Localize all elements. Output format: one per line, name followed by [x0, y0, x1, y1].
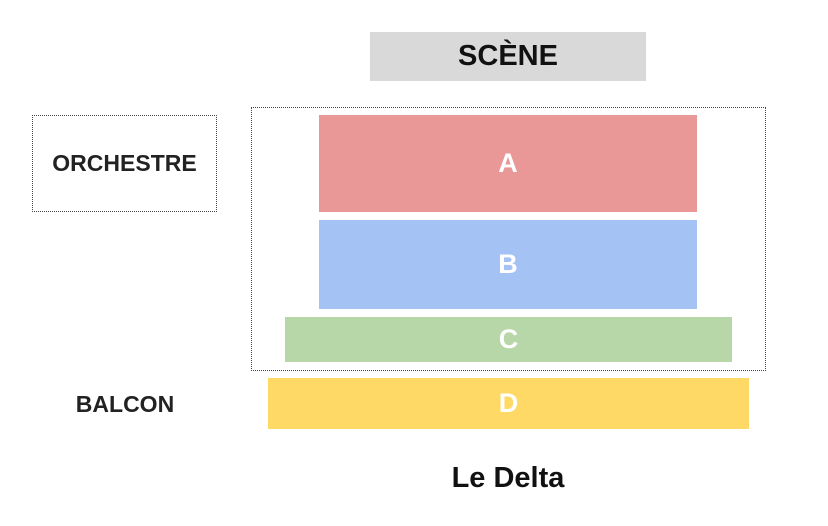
section-b-label: B [498, 249, 518, 279]
orchestre-label: ORCHESTRE [52, 150, 197, 176]
section-b[interactable]: B [319, 220, 697, 309]
orchestre-zone-outline [251, 107, 766, 371]
balcon-label: BALCON [75, 390, 175, 417]
section-d[interactable]: D [268, 378, 749, 429]
stage-label: SCÈNE [458, 40, 558, 72]
section-a[interactable]: A [319, 115, 697, 212]
stage: SCÈNE [370, 32, 646, 81]
section-a-label: A [498, 148, 518, 178]
section-d-label: D [498, 388, 519, 418]
section-c-label: C [498, 324, 519, 354]
balcon-label-box: BALCON [60, 384, 190, 424]
orchestre-zone-label-box: ORCHESTRE [32, 115, 217, 212]
venue-name-text: Le Delta [451, 461, 565, 494]
section-c[interactable]: C [285, 317, 732, 362]
venue-name: Le Delta [370, 458, 646, 498]
